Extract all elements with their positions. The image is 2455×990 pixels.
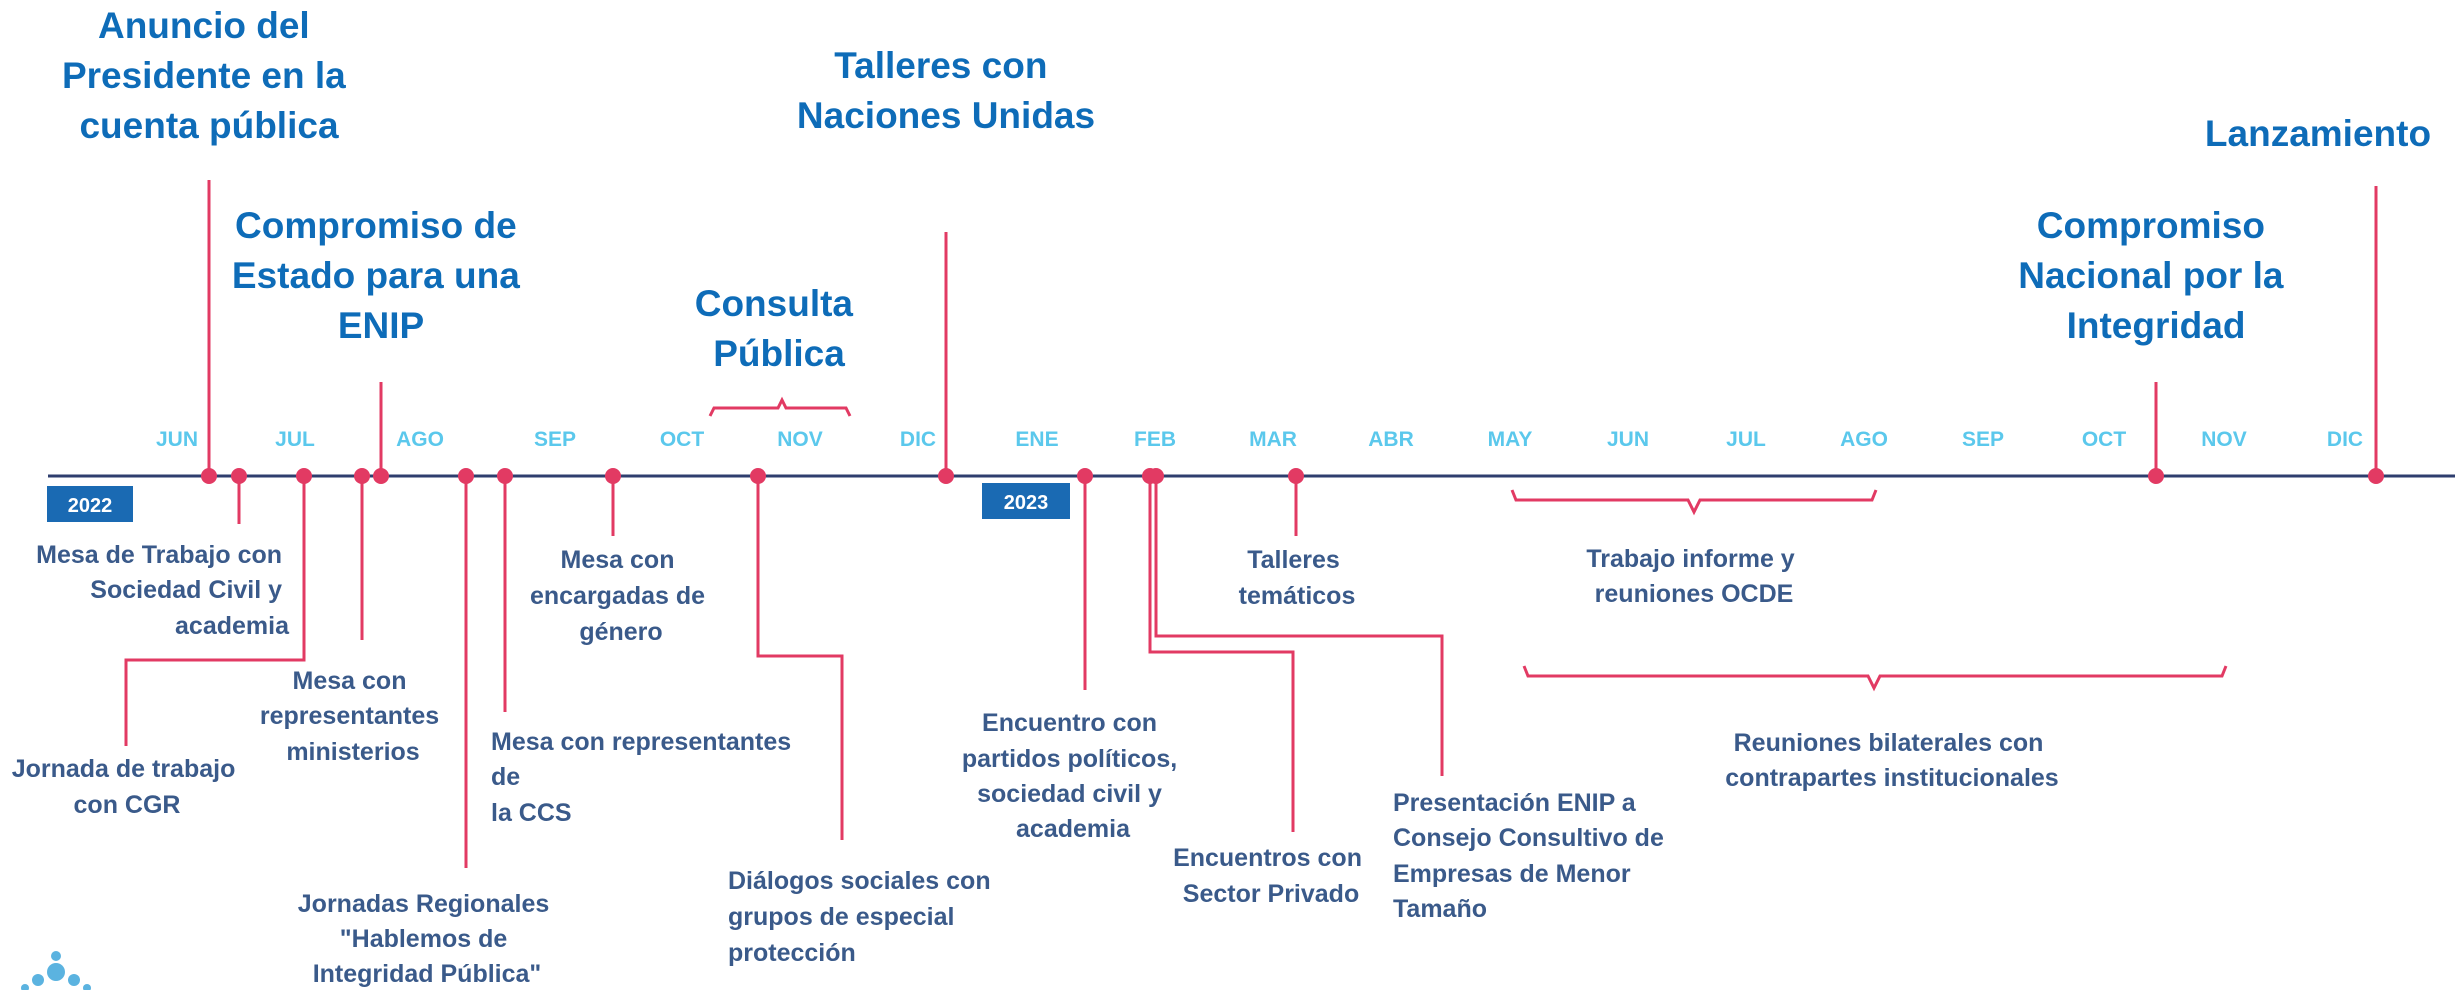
year-badge-2022: 2022 (47, 486, 133, 522)
logo-icon (21, 951, 91, 990)
month-label: MAY (1488, 428, 1533, 451)
timeline-dot (373, 468, 389, 484)
milestone-compromiso-estado: Compromiso de Estado para una ENIP (232, 205, 530, 346)
event-genero: Mesa con encargadas de género (530, 546, 712, 646)
timeline-dot (605, 468, 621, 484)
timeline-dot (1288, 468, 1304, 484)
brace-consulta (708, 396, 852, 417)
timeline-dot (201, 468, 217, 484)
timeline-dot (497, 468, 513, 484)
milestone-lanzamiento: Lanzamiento (2205, 113, 2431, 154)
month-label: JUL (275, 428, 315, 451)
event-sector-privado: Encuentros con Sector Privado (1173, 844, 1369, 908)
month-labels: JUN JUL AGO SEP OCT NOV DIC ENE FEB MAR … (156, 428, 2363, 451)
timeline-dot (938, 468, 954, 484)
month-label: AGO (1840, 428, 1888, 451)
month-label: SEP (534, 428, 576, 451)
connector-dialogos (756, 476, 844, 840)
event-reuniones-bilaterales: Reuniones bilaterales con contrapartes i… (1725, 729, 2058, 792)
month-label: OCT (2082, 428, 2127, 451)
event-ccs: Mesa con representantes de la CCS (491, 728, 798, 827)
svg-text:2022: 2022 (68, 495, 113, 517)
month-label: ABR (1368, 428, 1414, 451)
timeline-dot (354, 468, 370, 484)
timeline-dot (750, 468, 766, 484)
top-connectors (207, 180, 2378, 476)
month-label: DIC (900, 428, 936, 451)
brace-bilaterales (1522, 665, 2228, 692)
event-partidos-politicos: Encuentro con partidos políticos, socied… (962, 709, 1184, 843)
timeline-dot (296, 468, 312, 484)
timeline-dot (231, 468, 247, 484)
event-mesa-sociedad-civil: Mesa de Trabajo con Sociedad Civil y aca… (36, 541, 290, 640)
timeline-dot (2368, 468, 2384, 484)
event-jornadas-regionales: Jornadas Regionales "Hablemos de Integri… (298, 890, 556, 988)
timeline-dot (458, 468, 474, 484)
month-label: FEB (1134, 428, 1176, 451)
month-label: SEP (1962, 428, 2004, 451)
event-dialogos-sociales: Diálogos sociales con grupos de especial… (728, 867, 998, 967)
month-label: OCT (660, 428, 705, 451)
month-label: ENE (1015, 428, 1058, 451)
month-label: JUL (1726, 428, 1766, 451)
month-label: NOV (2201, 428, 2247, 451)
svg-text:2023: 2023 (1004, 492, 1049, 514)
timeline-dot (2148, 468, 2164, 484)
event-talleres-tematicos: Talleres temáticos (1239, 546, 1356, 610)
event-presentacion-enip: Presentación ENIP a Consejo Consultivo d… (1393, 789, 1671, 923)
milestone-compromiso-nacional: Compromiso Nacional por la Integridad (2018, 205, 2294, 346)
milestone-talleres-onu: Talleres con Naciones Unidas (797, 45, 1095, 136)
month-label: MAR (1249, 428, 1297, 451)
connector-sector-privado (1148, 476, 1295, 832)
timeline-dot (1148, 468, 1164, 484)
month-label: AGO (396, 428, 444, 451)
bottom-connectors (124, 476, 2228, 868)
event-dots (201, 468, 2384, 484)
month-label: NOV (777, 428, 823, 451)
milestone-anuncio: Anuncio del Presidente en la cuenta públ… (62, 5, 356, 146)
month-label: JUN (156, 428, 198, 451)
month-label: DIC (2327, 428, 2363, 451)
event-jornada-cgr: Jornada de trabajo con CGR (12, 755, 243, 819)
timeline-dot (1077, 468, 1093, 484)
month-label: JUN (1607, 428, 1649, 451)
year-badge-2023: 2023 (982, 483, 1070, 519)
connector-presentacion-enip (1154, 476, 1444, 776)
brace-ocde (1510, 489, 1878, 516)
event-ocde: Trabajo informe y reuniones OCDE (1586, 545, 1801, 608)
milestone-consulta-publica: Consulta Pública (695, 283, 864, 374)
event-ministerios: Mesa con representantes ministerios (260, 667, 446, 766)
connector-cgr (124, 476, 306, 746)
